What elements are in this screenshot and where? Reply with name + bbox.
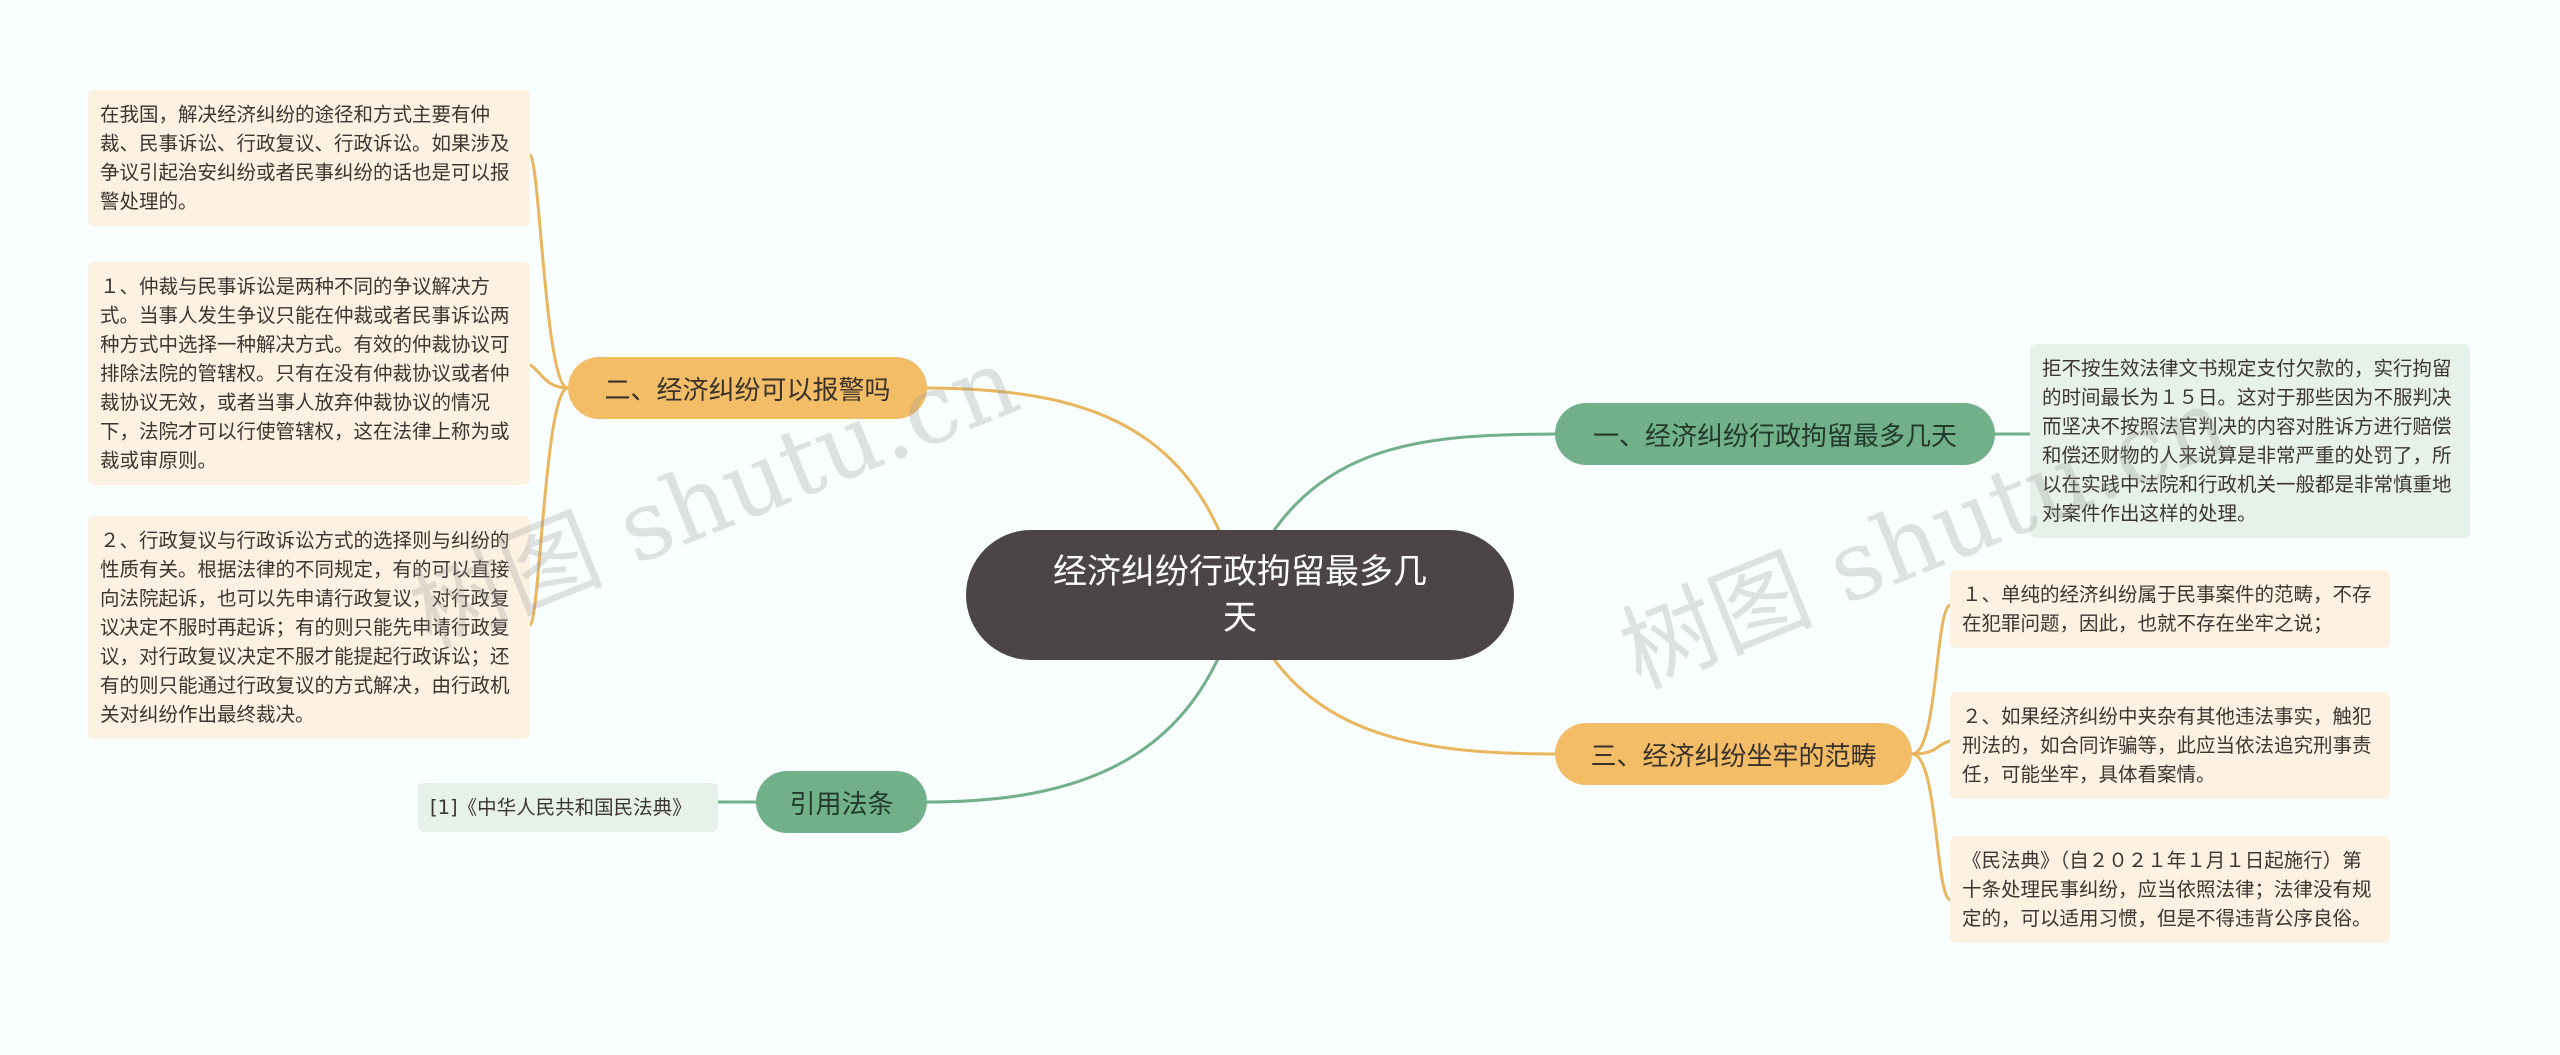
- leaf-text: [1]《中华人民共和国民法典》: [430, 796, 692, 819]
- branch-4-leaf-1[interactable]: [1]《中华人民共和国民法典》: [418, 783, 718, 832]
- branch-3-label: 三、经济纠纷坐牢的范畴: [1590, 741, 1877, 772]
- leaf-text: ２、如果经济纠纷中夹杂有其他违法事实，触犯刑法的，如合同诈骗等，此应当依法追究刑…: [1962, 705, 2372, 786]
- link-branch2-leaf3: [528, 386, 570, 627]
- branch-2-label: 二、经济纠纷可以报警吗: [604, 375, 891, 406]
- branch-1-leaf-1[interactable]: 拒不按生效法律文书规定支付欠款的，实行拘留的时间最长为１５日。这对于那些因为不服…: [2030, 344, 2470, 538]
- leaf-text: 在我国，解决经济纠纷的途径和方式主要有仲裁、民事诉讼、行政复议、行政诉讼。如果涉…: [100, 103, 510, 213]
- leaf-text: ２、行政复议与行政诉讼方式的选择则与纠纷的性质有关。根据法律的不同规定，有的可以…: [100, 529, 510, 726]
- branch-2[interactable]: 二、经济纠纷可以报警吗: [568, 357, 927, 419]
- leaf-text: １、仲裁与民事诉讼是两种不同的争议解决方式。当事人发生争议只能在仲裁或者民事诉讼…: [100, 275, 510, 472]
- leaf-text: 《民法典》（自２０２１年１月１日起施行）第十条处理民事纠纷，应当依照法律；法律没…: [1962, 849, 2372, 930]
- link-branch3-leaf2: [1910, 739, 1952, 756]
- branch-4[interactable]: 引用法条: [756, 771, 927, 833]
- leaf-text: １、单纯的经济纠纷属于民事案件的范畴，不存在犯罪问题，因此，也就不存在坐牢之说；: [1962, 583, 2372, 635]
- link-branch2-leaf2: [528, 363, 570, 390]
- leaf-text: 拒不按生效法律文书规定支付欠款的，实行拘留的时间最长为１５日。这对于那些因为不服…: [2042, 357, 2452, 525]
- branch-2-leaf-1[interactable]: 在我国，解决经济纠纷的途径和方式主要有仲裁、民事诉讼、行政复议、行政诉讼。如果涉…: [88, 90, 530, 226]
- branch-1[interactable]: 一、经济纠纷行政拘留最多几天: [1555, 403, 1995, 465]
- branch-2-leaf-3[interactable]: ２、行政复议与行政诉讼方式的选择则与纠纷的性质有关。根据法律的不同规定，有的可以…: [88, 516, 530, 739]
- branch-3-leaf-3[interactable]: 《民法典》（自２０２１年１月１日起施行）第十条处理民事纠纷，应当依照法律；法律没…: [1950, 836, 2390, 943]
- central-topic[interactable]: 经济纠纷行政拘留最多几天: [966, 530, 1514, 660]
- link-branch3-leaf1: [1910, 603, 1952, 756]
- branch-1-label: 一、经济纠纷行政拘留最多几天: [1592, 421, 1957, 452]
- branch-3[interactable]: 三、经济纠纷坐牢的范畴: [1555, 723, 1912, 785]
- branch-2-leaf-2[interactable]: １、仲裁与民事诉讼是两种不同的争议解决方式。当事人发生争议只能在仲裁或者民事诉讼…: [88, 262, 530, 485]
- branch-3-leaf-1[interactable]: １、单纯的经济纠纷属于民事案件的范畴，不存在犯罪问题，因此，也就不存在坐牢之说；: [1950, 570, 2390, 648]
- branch-3-leaf-2[interactable]: ２、如果经济纠纷中夹杂有其他违法事实，触犯刑法的，如合同诈骗等，此应当依法追究刑…: [1950, 692, 2390, 799]
- link-branch2-leaf1: [528, 153, 570, 390]
- branch-4-label: 引用法条: [789, 789, 894, 820]
- link-branch3-leaf3: [1910, 752, 1952, 902]
- central-topic-label: 经济纠纷行政拘留最多几天: [1053, 552, 1427, 638]
